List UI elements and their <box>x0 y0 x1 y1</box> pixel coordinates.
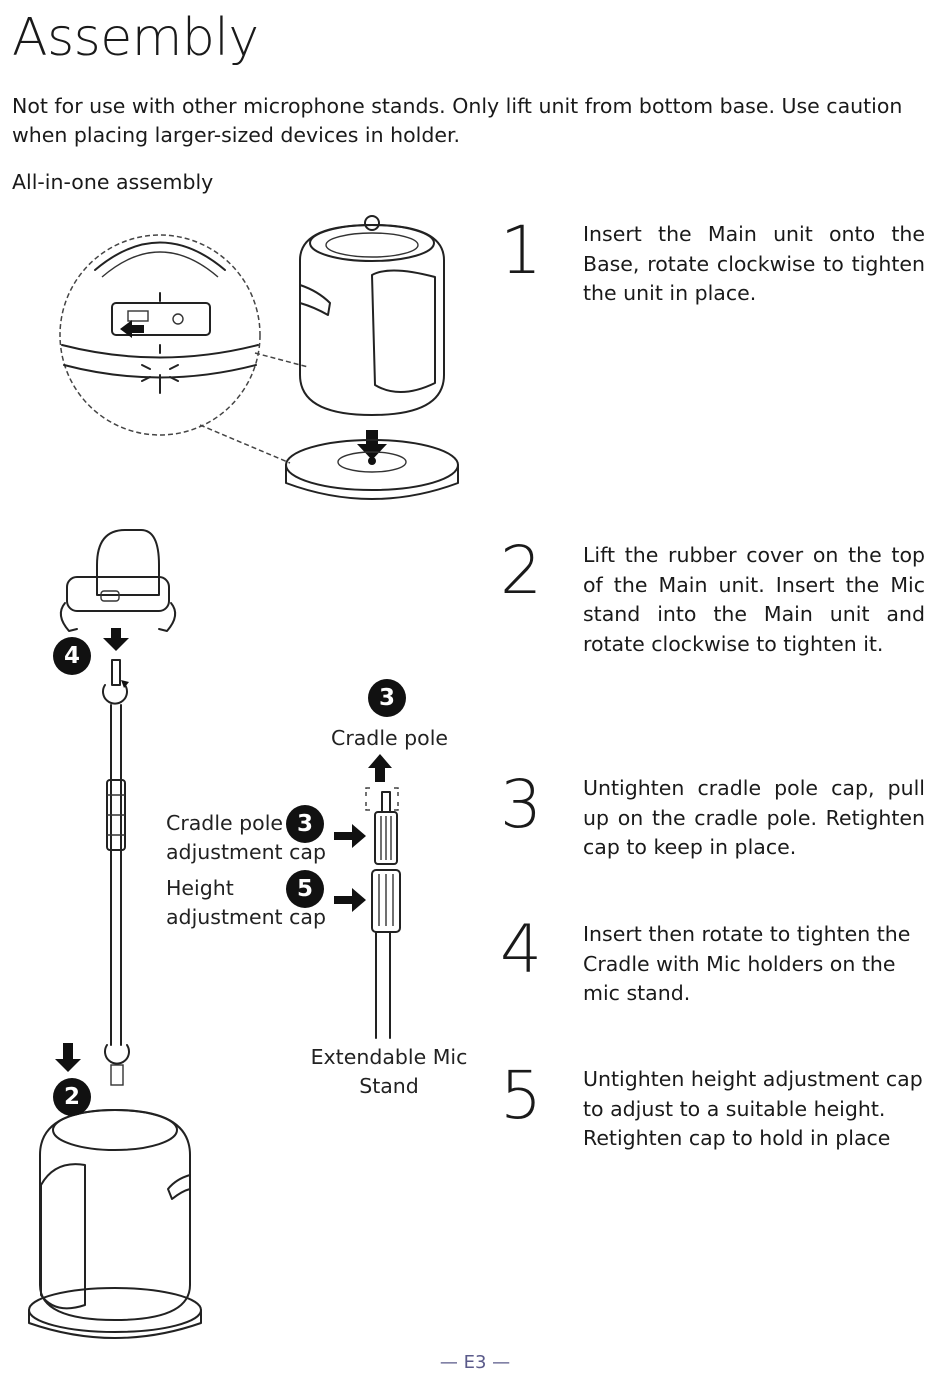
figure-stand-assembly <box>28 529 202 1339</box>
badge-step-3-top: 3 <box>368 679 406 717</box>
step-4-number: 4 <box>500 911 542 988</box>
figure-main-unit-base <box>59 215 459 500</box>
label-extendable-stand-line1: Extendable Mic <box>310 1045 468 1069</box>
step-5-number: 5 <box>500 1057 542 1134</box>
step-2-text: Lift the rubber cover on the top of the … <box>583 543 925 656</box>
label-cradle-pole: Cradle pole <box>331 726 449 750</box>
step-5-text: Untighten height adjustment cap to adjus… <box>583 1067 923 1150</box>
step-3-text: Untighten cradle pole cap, pull up on th… <box>583 776 925 859</box>
label-cradle-cap-line1: Cradle pole <box>166 811 284 835</box>
step-1-text: Insert the Main unit onto the Base, rota… <box>583 222 925 305</box>
step-3-number: 3 <box>500 766 542 843</box>
badge-step-5-cap: 5 <box>286 870 324 908</box>
badge-step-4: 4 <box>53 637 91 675</box>
badge-step-3-cap: 3 <box>286 805 324 843</box>
page-number: — E3 — <box>439 1352 511 1373</box>
label-cradle-cap-line2: adjustment cap <box>166 840 326 864</box>
zoom-callout-circle <box>59 234 261 436</box>
label-extendable-stand-line2: Stand <box>359 1074 419 1098</box>
label-height-cap-line1: Height <box>166 876 234 900</box>
section-subhead: All-in-one assembly <box>12 170 214 194</box>
figure-pole-detail <box>334 754 401 1039</box>
intro-paragraph: Not for use with other microphone stands… <box>12 94 903 147</box>
page-title: Assembly <box>12 8 259 68</box>
label-height-cap-line2: adjustment cap <box>166 905 326 929</box>
step-1-number: 1 <box>500 212 542 289</box>
step-4-text: Insert then rotate to tighten the Cradle… <box>583 922 911 1005</box>
step-2-number: 2 <box>500 532 542 609</box>
badge-step-2: 2 <box>53 1078 91 1116</box>
